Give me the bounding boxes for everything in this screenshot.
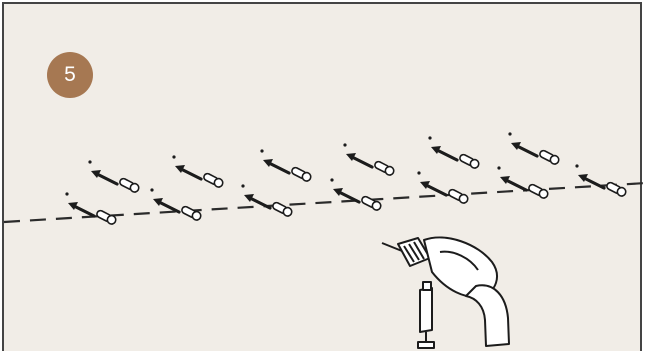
wall-anchor-icon	[148, 186, 204, 224]
drill-icon	[381, 236, 510, 349]
wall-anchor-icon	[573, 162, 629, 200]
wall-anchor-icon	[426, 134, 482, 172]
wall-anchor-icon	[258, 147, 314, 185]
wall-anchor-icon	[328, 176, 384, 214]
wall-anchor-icon	[239, 182, 295, 220]
wall-anchor-icon	[341, 141, 397, 179]
wall-anchor-icon	[63, 190, 119, 228]
wall-anchor-icon	[506, 130, 562, 168]
wall-anchor-icon	[495, 164, 551, 202]
wall-anchor-icon	[86, 158, 142, 196]
step-number-badge: 5	[47, 52, 93, 98]
wall-anchor-icon	[170, 153, 226, 191]
wall-anchor-icon	[415, 169, 471, 207]
